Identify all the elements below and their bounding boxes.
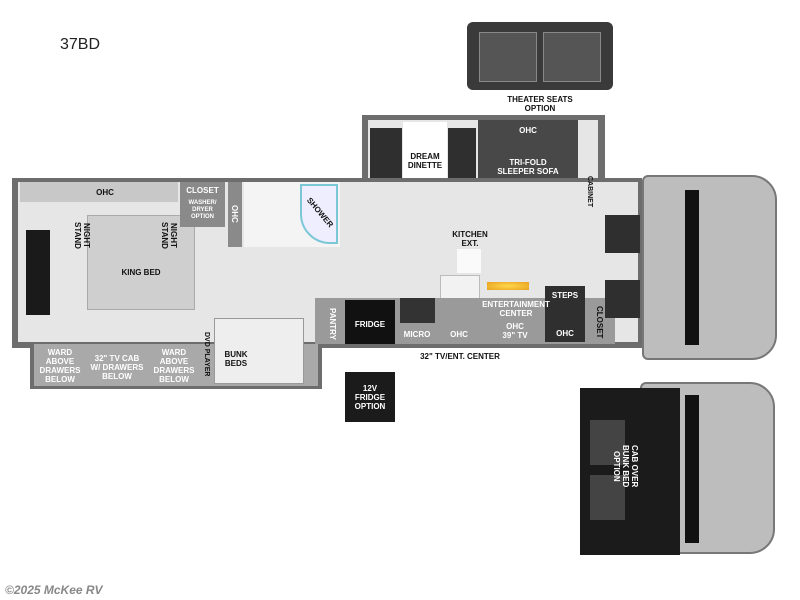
sofa bbox=[478, 120, 578, 186]
dvd-player-label: DVD PLAYER bbox=[203, 332, 210, 377]
ward-right-label: WARD ABOVE DRAWERS BELOW bbox=[153, 348, 195, 384]
theater-seat-right bbox=[543, 32, 601, 82]
copyright-footer: ©2025 McKee RV bbox=[5, 583, 103, 597]
cab-over-bunk-option bbox=[580, 388, 680, 555]
tv-ent-center-label: 32" TV/ENT. CENTER bbox=[420, 352, 500, 361]
theater-seat-left bbox=[479, 32, 537, 82]
ohc-tv-label: OHC 39" TV bbox=[502, 322, 528, 340]
theater-seats-option bbox=[467, 22, 613, 90]
micro-label: MICRO bbox=[403, 330, 431, 339]
steps bbox=[545, 286, 585, 342]
cab-over-seat-top bbox=[590, 420, 625, 465]
theater-seats-label: THEATER SEATS OPTION bbox=[507, 95, 573, 113]
ohc-steps-label: OHC bbox=[556, 329, 574, 338]
cab-over-label: CAB OVER BUNK BED OPTION bbox=[612, 445, 639, 488]
king-bed bbox=[87, 215, 195, 310]
closet-front-label: CLOSET bbox=[595, 306, 604, 339]
kitchen-ext-label: KITCHEN EXT. bbox=[452, 230, 488, 248]
cab-over-windshield bbox=[685, 395, 699, 543]
passenger-seat bbox=[605, 280, 640, 318]
cab-over-seat-bottom bbox=[590, 475, 625, 520]
kitchen-island bbox=[457, 249, 481, 273]
truck-cab bbox=[642, 175, 777, 360]
bath-ohc bbox=[228, 182, 242, 247]
ohc-bedroom-label: OHC bbox=[96, 188, 114, 197]
tv-cab-label: 32" TV CAB W/ DRAWERS BELOW bbox=[90, 354, 144, 381]
king-bed-label: KING BED bbox=[121, 268, 161, 277]
night-stand-right-label: NIGHT STAND bbox=[160, 222, 178, 249]
steps-label: STEPS bbox=[551, 291, 579, 300]
fridge-option-label: 12V FRIDGE OPTION bbox=[354, 384, 386, 411]
night-stand-left-label: NIGHT STAND bbox=[73, 222, 91, 249]
fireplace bbox=[487, 282, 529, 290]
washer-dryer-label: WASHER/ DRYER OPTION bbox=[188, 200, 217, 220]
fridge-label: FRIDGE bbox=[354, 320, 386, 329]
ohc-kitchen-label: OHC bbox=[450, 330, 468, 339]
windshield bbox=[685, 190, 699, 345]
cabinet-label: CABINET bbox=[586, 176, 593, 208]
dream-dinette-label: DREAM DINETTE bbox=[407, 152, 443, 170]
pantry-label: PANTRY bbox=[328, 308, 337, 340]
bedroom-ohc bbox=[20, 182, 178, 202]
ohc-bath-label: OHC bbox=[230, 205, 239, 223]
fridge-option bbox=[345, 372, 395, 422]
dinette-table bbox=[403, 122, 447, 188]
bunk-beds bbox=[214, 318, 304, 384]
cooktop bbox=[400, 298, 435, 323]
bedroom-tv bbox=[26, 230, 50, 315]
sofa-label: TRI-FOLD SLEEPER SOFA bbox=[497, 158, 559, 176]
entertainment-center-label: ENTERTAINMENT CENTER bbox=[482, 300, 550, 318]
model-title: 37BD bbox=[60, 36, 101, 53]
fridge bbox=[345, 300, 395, 344]
ohc-sofa-label: OHC bbox=[519, 126, 537, 135]
bunk-beds-label: BUNK BEDS bbox=[224, 350, 248, 368]
driver-seat bbox=[605, 215, 640, 253]
closet-label: CLOSET bbox=[186, 186, 219, 195]
closet bbox=[180, 182, 225, 227]
ward-left-label: WARD ABOVE DRAWERS BELOW bbox=[39, 348, 81, 384]
